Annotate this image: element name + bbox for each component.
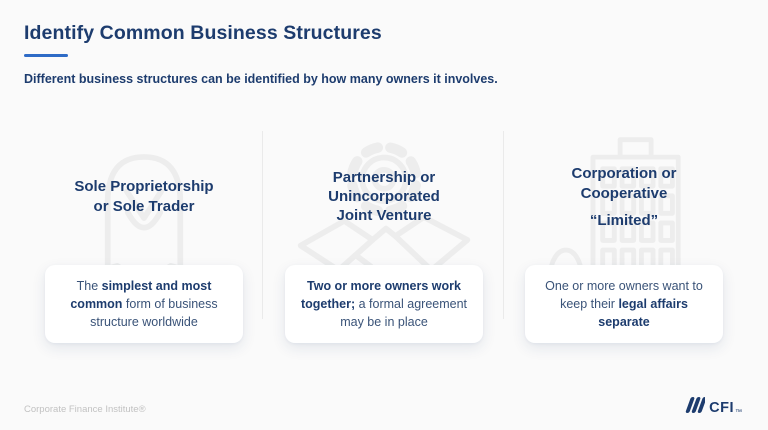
column-divider xyxy=(503,131,504,319)
heading-line: Cooperative xyxy=(580,184,668,202)
description-card: One or more owners want to keep their le… xyxy=(525,265,723,344)
columns-row: Sole Proprietorship or Sole Trader The s… xyxy=(24,128,744,358)
column-heading: Partnership or Unincorporated Joint Vent… xyxy=(328,168,440,226)
heading-line: Sole Proprietorship xyxy=(74,178,214,196)
title-accent-underline xyxy=(24,54,68,57)
card-text-bold: legal affairs separate xyxy=(598,297,688,330)
column-heading-area: Corporation or Cooperative “Limited” xyxy=(504,128,744,265)
column-corporation: Corporation or Cooperative “Limited” One… xyxy=(504,128,744,358)
card-text: a formal agreement may be in place xyxy=(340,297,468,330)
card-text: The xyxy=(76,279,102,293)
column-heading-area: Sole Proprietorship or Sole Trader xyxy=(24,128,264,265)
page-title: Identify Common Business Structures xyxy=(24,22,382,44)
card-text: form of business structure worldwide xyxy=(90,297,218,330)
page-subtitle: Different business structures can be ide… xyxy=(24,72,498,86)
card-text: One or more owners want to keep their xyxy=(545,279,703,312)
heading-line: Unincorporated xyxy=(328,187,440,205)
column-heading: Corporation or Cooperative xyxy=(572,164,677,202)
column-heading-area: Partnership or Unincorporated Joint Vent… xyxy=(264,128,504,265)
column-divider xyxy=(262,131,263,319)
description-card: Two or more owners work together; a form… xyxy=(285,265,483,344)
description-card: The simplest and most common form of bus… xyxy=(45,265,243,344)
footer-brand-text: Corporate Finance Institute® xyxy=(24,404,146,415)
heading-line: Partnership or xyxy=(332,168,436,186)
heading-line: or Sole Trader xyxy=(93,197,195,215)
heading-line: Joint Venture xyxy=(336,207,432,225)
column-subheading: “Limited” xyxy=(589,211,659,229)
heading-line: Corporation or xyxy=(571,165,677,183)
cfi-logo: CFI ™ xyxy=(683,397,742,418)
cfi-logo-text: CFI xyxy=(709,399,734,416)
cfi-logo-trademark: ™ xyxy=(735,409,742,416)
column-partnership: Partnership or Unincorporated Joint Vent… xyxy=(264,128,504,358)
column-sole-proprietorship: Sole Proprietorship or Sole Trader The s… xyxy=(24,128,264,358)
card-text-bold: Two or more owners work together; xyxy=(300,279,461,312)
card-text-bold: simplest and most common xyxy=(70,279,212,312)
slide-header: Identify Common Business Structures Diff… xyxy=(24,22,744,86)
cfi-logo-bars-icon xyxy=(683,397,707,418)
column-heading: Sole Proprietorship or Sole Trader xyxy=(74,177,213,215)
